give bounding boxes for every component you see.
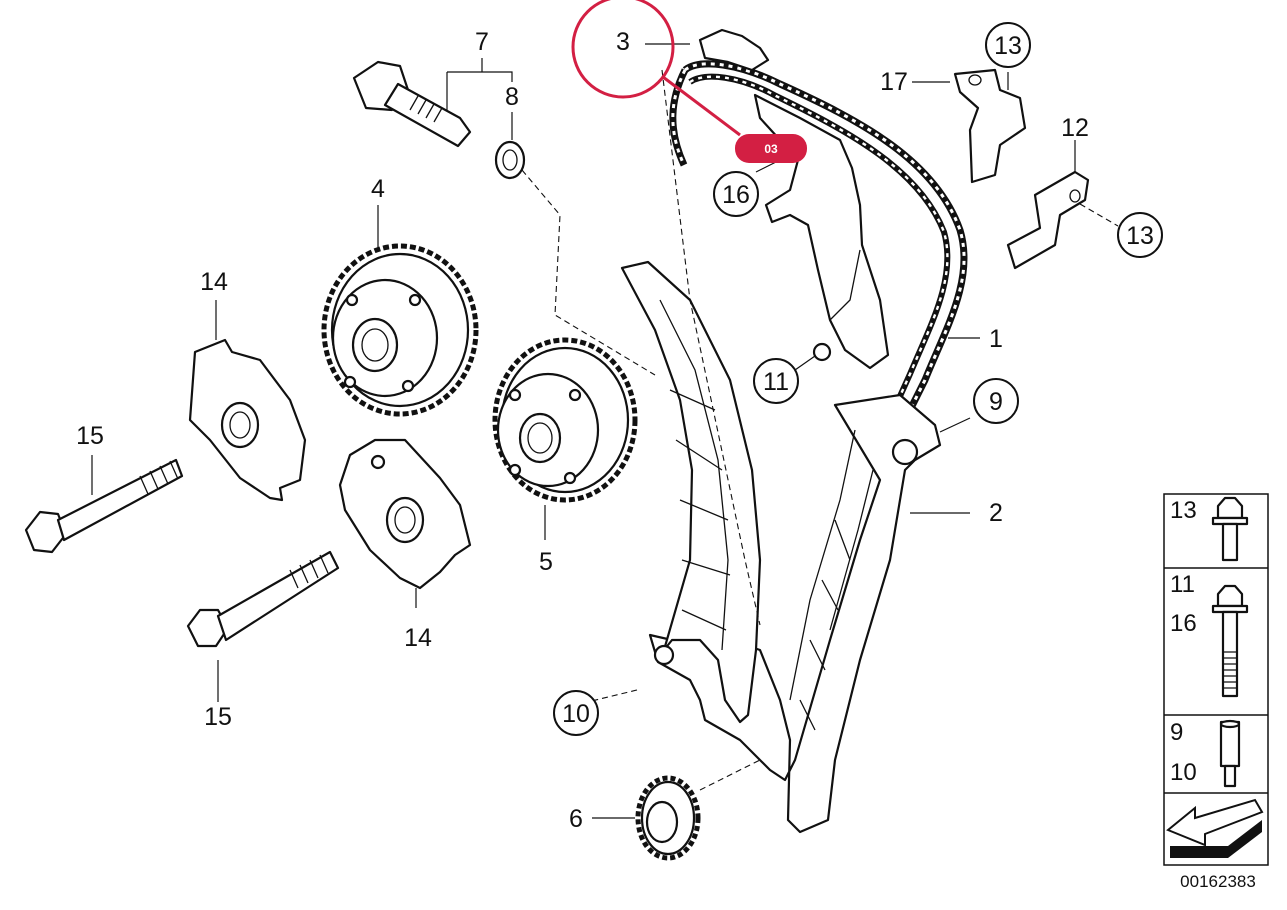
fastener-legend: 13 11 16 9 10 [1163,493,1269,866]
callout-13-upper[interactable]: 13 [994,32,1022,60]
legend-label-10: 10 [1170,759,1197,786]
legend-label-9: 9 [1170,719,1183,746]
bracket-12[interactable] [1006,170,1090,270]
callout-15-upper[interactable]: 15 [76,422,104,450]
diagram-reference-number: 00162383 [1180,872,1256,891]
callout-5[interactable]: 5 [539,548,553,576]
callout-14-upper[interactable]: 14 [200,268,228,296]
chain-guide-rail[interactable] [620,260,762,724]
long-flange-bolt-icon [1211,584,1249,698]
legend-label-11: 11 [1170,571,1195,598]
legend-label-13: 13 [1170,497,1197,524]
callout-16[interactable]: 16 [722,181,750,209]
legend-label-16: 16 [1170,610,1197,637]
callout-14-lower[interactable]: 14 [404,624,432,652]
callout-6[interactable]: 6 [569,805,583,833]
washer[interactable] [494,140,526,180]
direction-arrow-icon [1166,798,1264,858]
upper-chain-guide[interactable] [698,28,890,370]
callout-10[interactable]: 10 [562,700,590,728]
bracket-17[interactable] [953,68,1027,184]
timing-chain[interactable] [669,60,968,422]
exhaust-camshaft-adjuster[interactable] [492,337,638,503]
long-bolt-lower[interactable] [186,550,340,648]
callout-2[interactable]: 2 [989,499,1003,527]
crankshaft-sprocket[interactable] [635,775,701,861]
leader-lines [91,43,1076,819]
highlight-tag-text: 03 [764,142,778,156]
callout-17[interactable]: 17 [880,68,908,96]
central-bolt[interactable] [352,60,472,148]
long-bolt-upper[interactable] [24,458,184,554]
highlight-tag[interactable] [735,134,807,163]
callout-9[interactable]: 9 [989,388,1003,416]
callout-4[interactable]: 4 [371,175,385,203]
short-flange-bolt-icon [1211,496,1249,562]
callout-7[interactable]: 7 [475,28,489,56]
callout-1[interactable]: 1 [989,325,1003,353]
highlight-marker[interactable]: 03 [571,0,807,163]
intake-camshaft-adjuster[interactable] [321,243,479,417]
callout-12[interactable]: 12 [1061,114,1089,142]
callout-8[interactable]: 8 [505,83,519,111]
sensor-gear-lower[interactable] [338,438,472,590]
sensor-gear-upper[interactable] [188,338,307,502]
callout-11[interactable]: 11 [763,368,789,396]
callout-15-lower[interactable]: 15 [204,703,232,731]
callout-3[interactable]: 3 [616,28,630,56]
callout-13-lower[interactable]: 13 [1126,222,1154,250]
sleeve-bolt-icon [1219,719,1241,788]
callout-labels: 3 7 8 4 14 15 5 14 15 6 1 2 17 12 13 13 … [76,22,1163,833]
